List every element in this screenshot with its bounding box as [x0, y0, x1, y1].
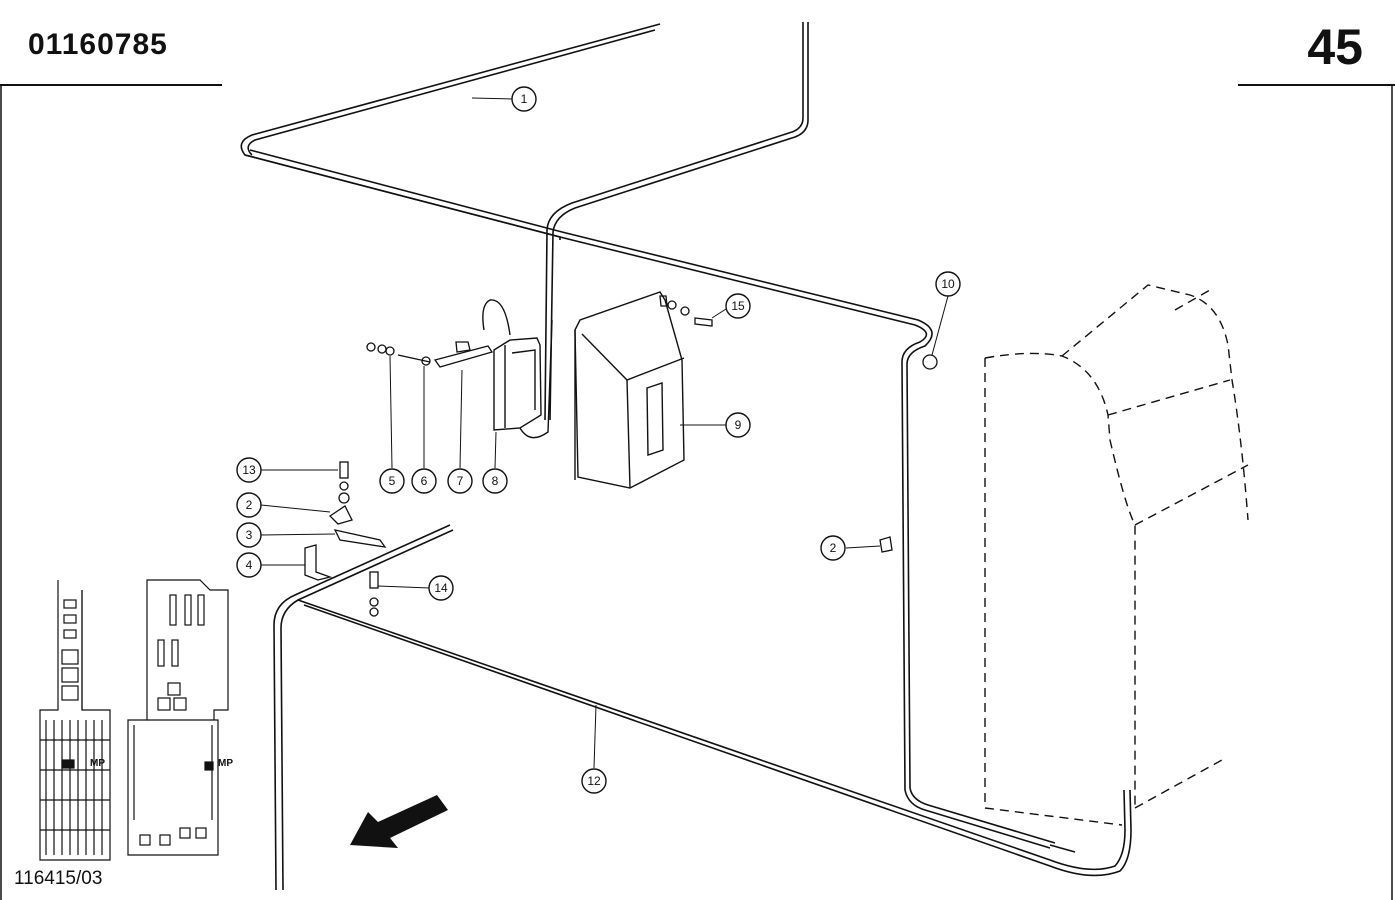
callout-2: 2: [246, 498, 253, 512]
arrow-down-left-icon: [350, 795, 448, 848]
callout-2b: 2: [830, 541, 837, 555]
control-box: [574, 291, 685, 489]
callout-circles: [236, 86, 961, 794]
bracket-parts: [304, 295, 938, 617]
callout-5: 5: [389, 474, 396, 488]
callout-10: 10: [941, 277, 955, 291]
drawing-number: 01160785: [28, 28, 168, 61]
callout-14: 14: [434, 581, 448, 595]
inset-label-right: MP: [218, 758, 233, 769]
callout-8: 8: [492, 474, 499, 488]
callout-7: 7: [457, 474, 464, 488]
page-frame: [0, 84, 1395, 900]
callout-4: 4: [246, 558, 253, 572]
fastener-set: [366, 342, 494, 368]
callout-1: 1: [521, 92, 528, 106]
relay-component: [482, 299, 553, 439]
mounting-plate-inset: [39, 579, 229, 861]
callout-12: 12: [587, 774, 601, 788]
callout-13: 13: [242, 463, 256, 477]
machine-housing: [984, 284, 1249, 826]
callout-3: 3: [246, 528, 253, 542]
cable-routing: [240, 22, 1132, 891]
leader-lines: [260, 97, 949, 769]
inset-label-left: MP: [90, 758, 105, 769]
callout-15: 15: [731, 299, 745, 313]
page-number: 45: [1307, 19, 1363, 75]
reference-code: 116415/03: [14, 868, 103, 889]
callout-9: 9: [735, 418, 742, 432]
callout-6: 6: [421, 474, 428, 488]
